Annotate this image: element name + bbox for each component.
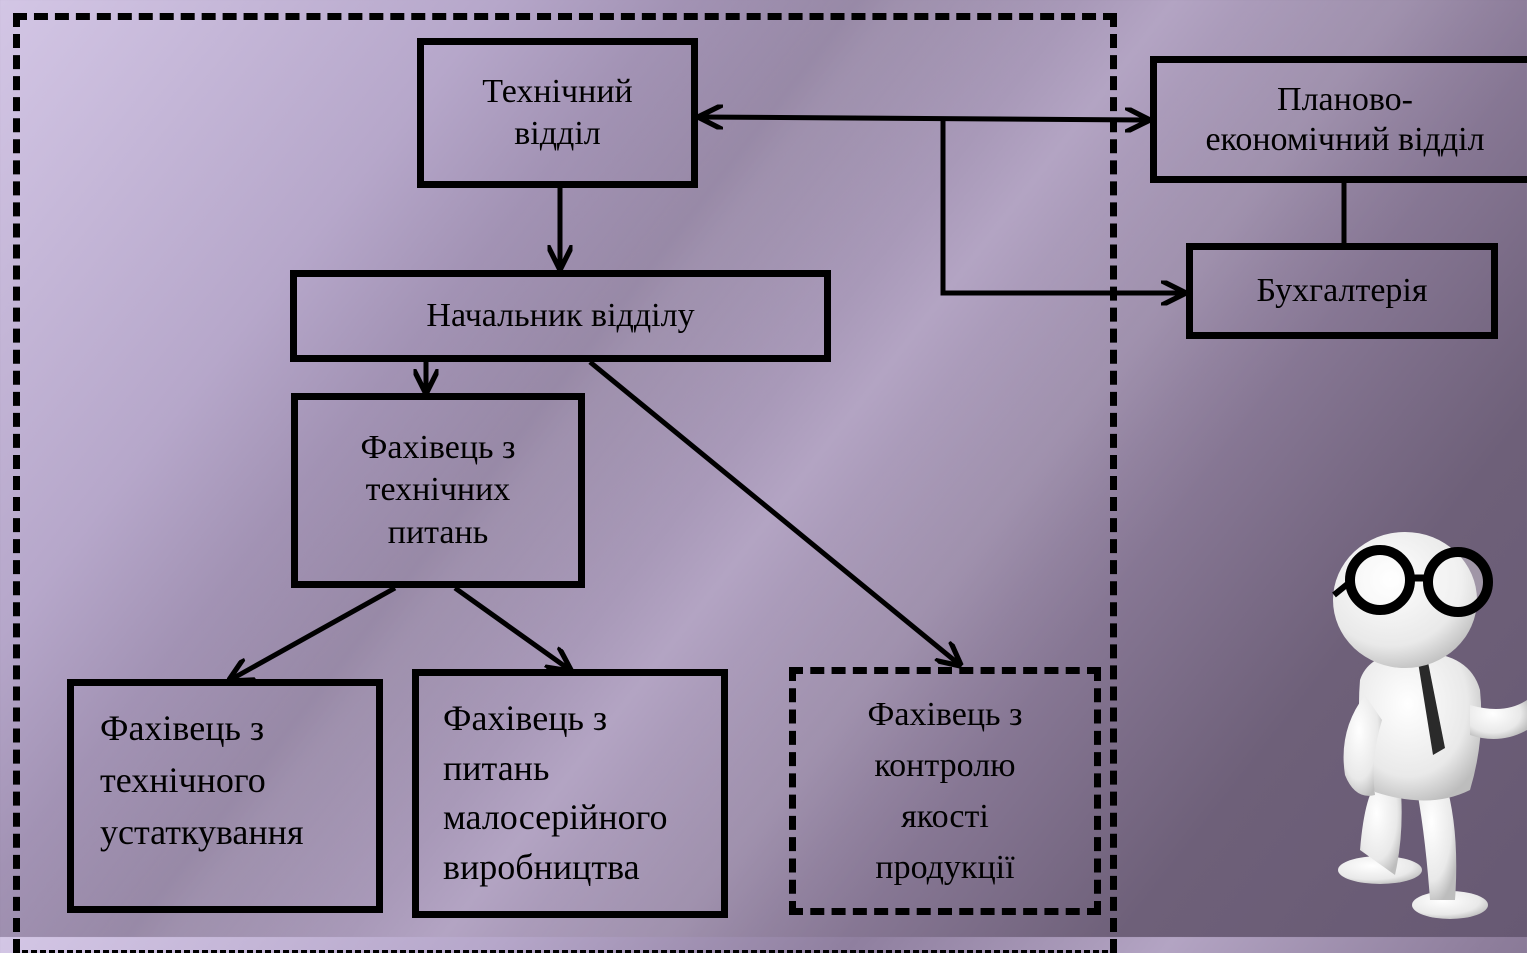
node-quality-specialist-label: Фахівець з контролю якості продукції (867, 696, 1023, 886)
node-technical-dept-label: Технічний відділ (482, 72, 633, 153)
node-quality-specialist: Фахівець з контролю якості продукції (789, 667, 1101, 915)
node-technical-specialist: Фахівець з технічних питань (291, 393, 585, 588)
node-small-batch-specialist-label: Фахівець з питань малосерійного виробниц… (443, 698, 668, 888)
node-equipment-specialist-label: Фахівець з технічного устаткування (100, 708, 304, 853)
node-head-of-dept-label: Начальник відділу (426, 296, 695, 334)
node-technical-specialist-label: Фахівець з технічних питань (360, 428, 516, 551)
node-accounting-label: Бухгалтерія (1256, 271, 1428, 309)
node-planning-economic-dept: Планово- економічний відділ (1150, 56, 1527, 183)
edge-technical-planning (700, 117, 1148, 120)
node-small-batch-specialist: Фахівець з питань малосерійного виробниц… (412, 669, 728, 918)
node-planning-economic-dept-label: Планово- економічний відділ (1205, 81, 1485, 158)
node-technical-dept: Технічний відділ (417, 38, 698, 188)
edge-technical-to-accounting (940, 117, 1184, 293)
3d-person-with-glasses-icon (1332, 532, 1527, 919)
node-equipment-specialist: Фахівець з технічного устаткування (67, 679, 383, 913)
edge-head-to-quality (588, 360, 960, 665)
node-head-of-dept: Начальник відділу (290, 270, 831, 362)
node-accounting: Бухгалтерія (1186, 243, 1498, 339)
edge-spec-to-small-batch (453, 585, 570, 670)
edge-spec-to-equipment (230, 585, 397, 680)
